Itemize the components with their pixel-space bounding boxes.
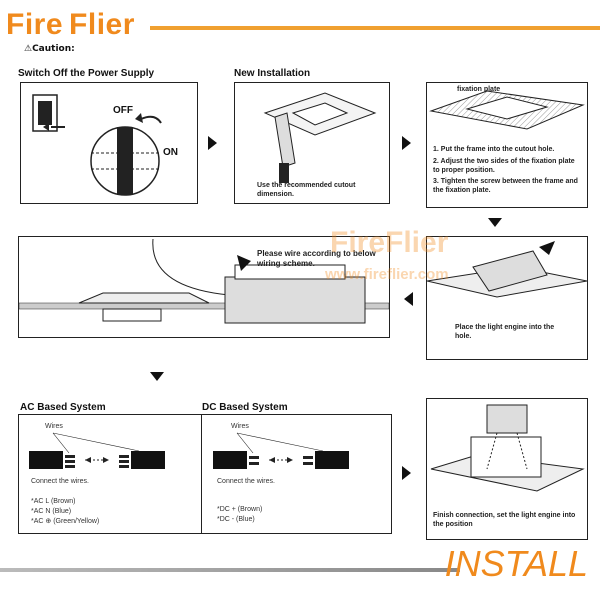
flow-arrow-right-1 <box>208 136 217 150</box>
systems-divider <box>201 415 202 533</box>
footer-rule <box>0 568 460 572</box>
panel-switch-off: OFF ON <box>20 82 198 204</box>
section-new-install: New Installation <box>234 68 311 79</box>
switch-illustration <box>32 94 162 196</box>
caution-label: ⚠Caution: <box>24 44 75 54</box>
ac-line-2: *AC N (Blue) <box>31 508 72 515</box>
section-ac: AC Based System <box>20 402 106 413</box>
cutout-illustration <box>263 92 377 183</box>
finish-illustration <box>430 404 585 492</box>
dc-line-2: *DC - (Blue) <box>217 516 255 523</box>
switch-off-label: OFF <box>113 105 133 116</box>
flow-arrow-right-2 <box>402 136 411 150</box>
brand-part2: Flier <box>69 8 135 41</box>
panel-wiring-systems: Wires Connect the wires. *AC L (Brown) *… <box>18 414 392 534</box>
light-engine-caption: Place the light engine into the hole. <box>455 324 555 340</box>
new-install-caption: Use the recommended cutout dimension. <box>257 182 356 198</box>
wiring-illustration <box>18 238 390 324</box>
watermark-logo: FireFlier <box>330 226 449 259</box>
watermark-url: www.fireflier.com <box>325 266 449 283</box>
fixation-plate-label: fixation plate <box>457 86 501 93</box>
fixation-illustration <box>429 90 585 130</box>
dc-wire-diagram <box>213 432 349 469</box>
dc-connect-text: Connect the wires. <box>217 478 275 485</box>
ac-wires-label: Wires <box>45 423 63 430</box>
dc-wires-label: Wires <box>231 423 249 430</box>
ac-line-3: *AC ⊕ (Green/Yellow) <box>31 518 100 525</box>
light-engine-illustration <box>426 241 588 298</box>
switch-on-label: ON <box>163 147 178 158</box>
ac-connect-text: Connect the wires. <box>31 478 89 485</box>
ac-line-1: *AC L (Brown) <box>31 498 76 505</box>
flow-arrow-left-1 <box>404 292 413 306</box>
wiring-caption: Please wire according to below wiring sc… <box>257 249 376 268</box>
brand-part1: Fire <box>6 8 64 41</box>
panel-finish: Finish connection, set the light engine … <box>426 398 588 540</box>
flow-arrow-right-3 <box>402 466 411 480</box>
finish-caption: Finish connection, set the light engine … <box>433 512 576 528</box>
section-switch-off: Switch Off the Power Supply <box>18 68 155 79</box>
panel-wiring: Please wire according to below wiring sc… <box>18 236 390 338</box>
footer-title: INSTALL <box>444 543 588 584</box>
flow-arrow-down-2 <box>150 372 164 381</box>
caution-text: Caution: <box>32 44 75 54</box>
warning-icon: ⚠ <box>24 44 33 54</box>
fixation-step-1: 1. Put the frame into the cutout hole. <box>433 146 555 153</box>
dc-line-1: *DC + (Brown) <box>217 506 263 513</box>
panel-new-installation: Use the recommended cutout dimension. <box>234 82 390 204</box>
flow-arrow-down-1 <box>488 218 502 227</box>
fixation-step-3: 3. Tighten the screw between the frame a… <box>433 178 578 194</box>
fixation-step-2: 2. Adjust the two sides of the fixation … <box>433 158 575 174</box>
panel-light-engine: Place the light engine into the hole. <box>426 236 588 360</box>
panel-fixation-plate: fixation plate 1. Put the frame into the… <box>426 82 588 208</box>
ac-wire-diagram <box>29 432 165 469</box>
section-dc: DC Based System <box>202 402 288 413</box>
header-rule <box>150 26 600 30</box>
